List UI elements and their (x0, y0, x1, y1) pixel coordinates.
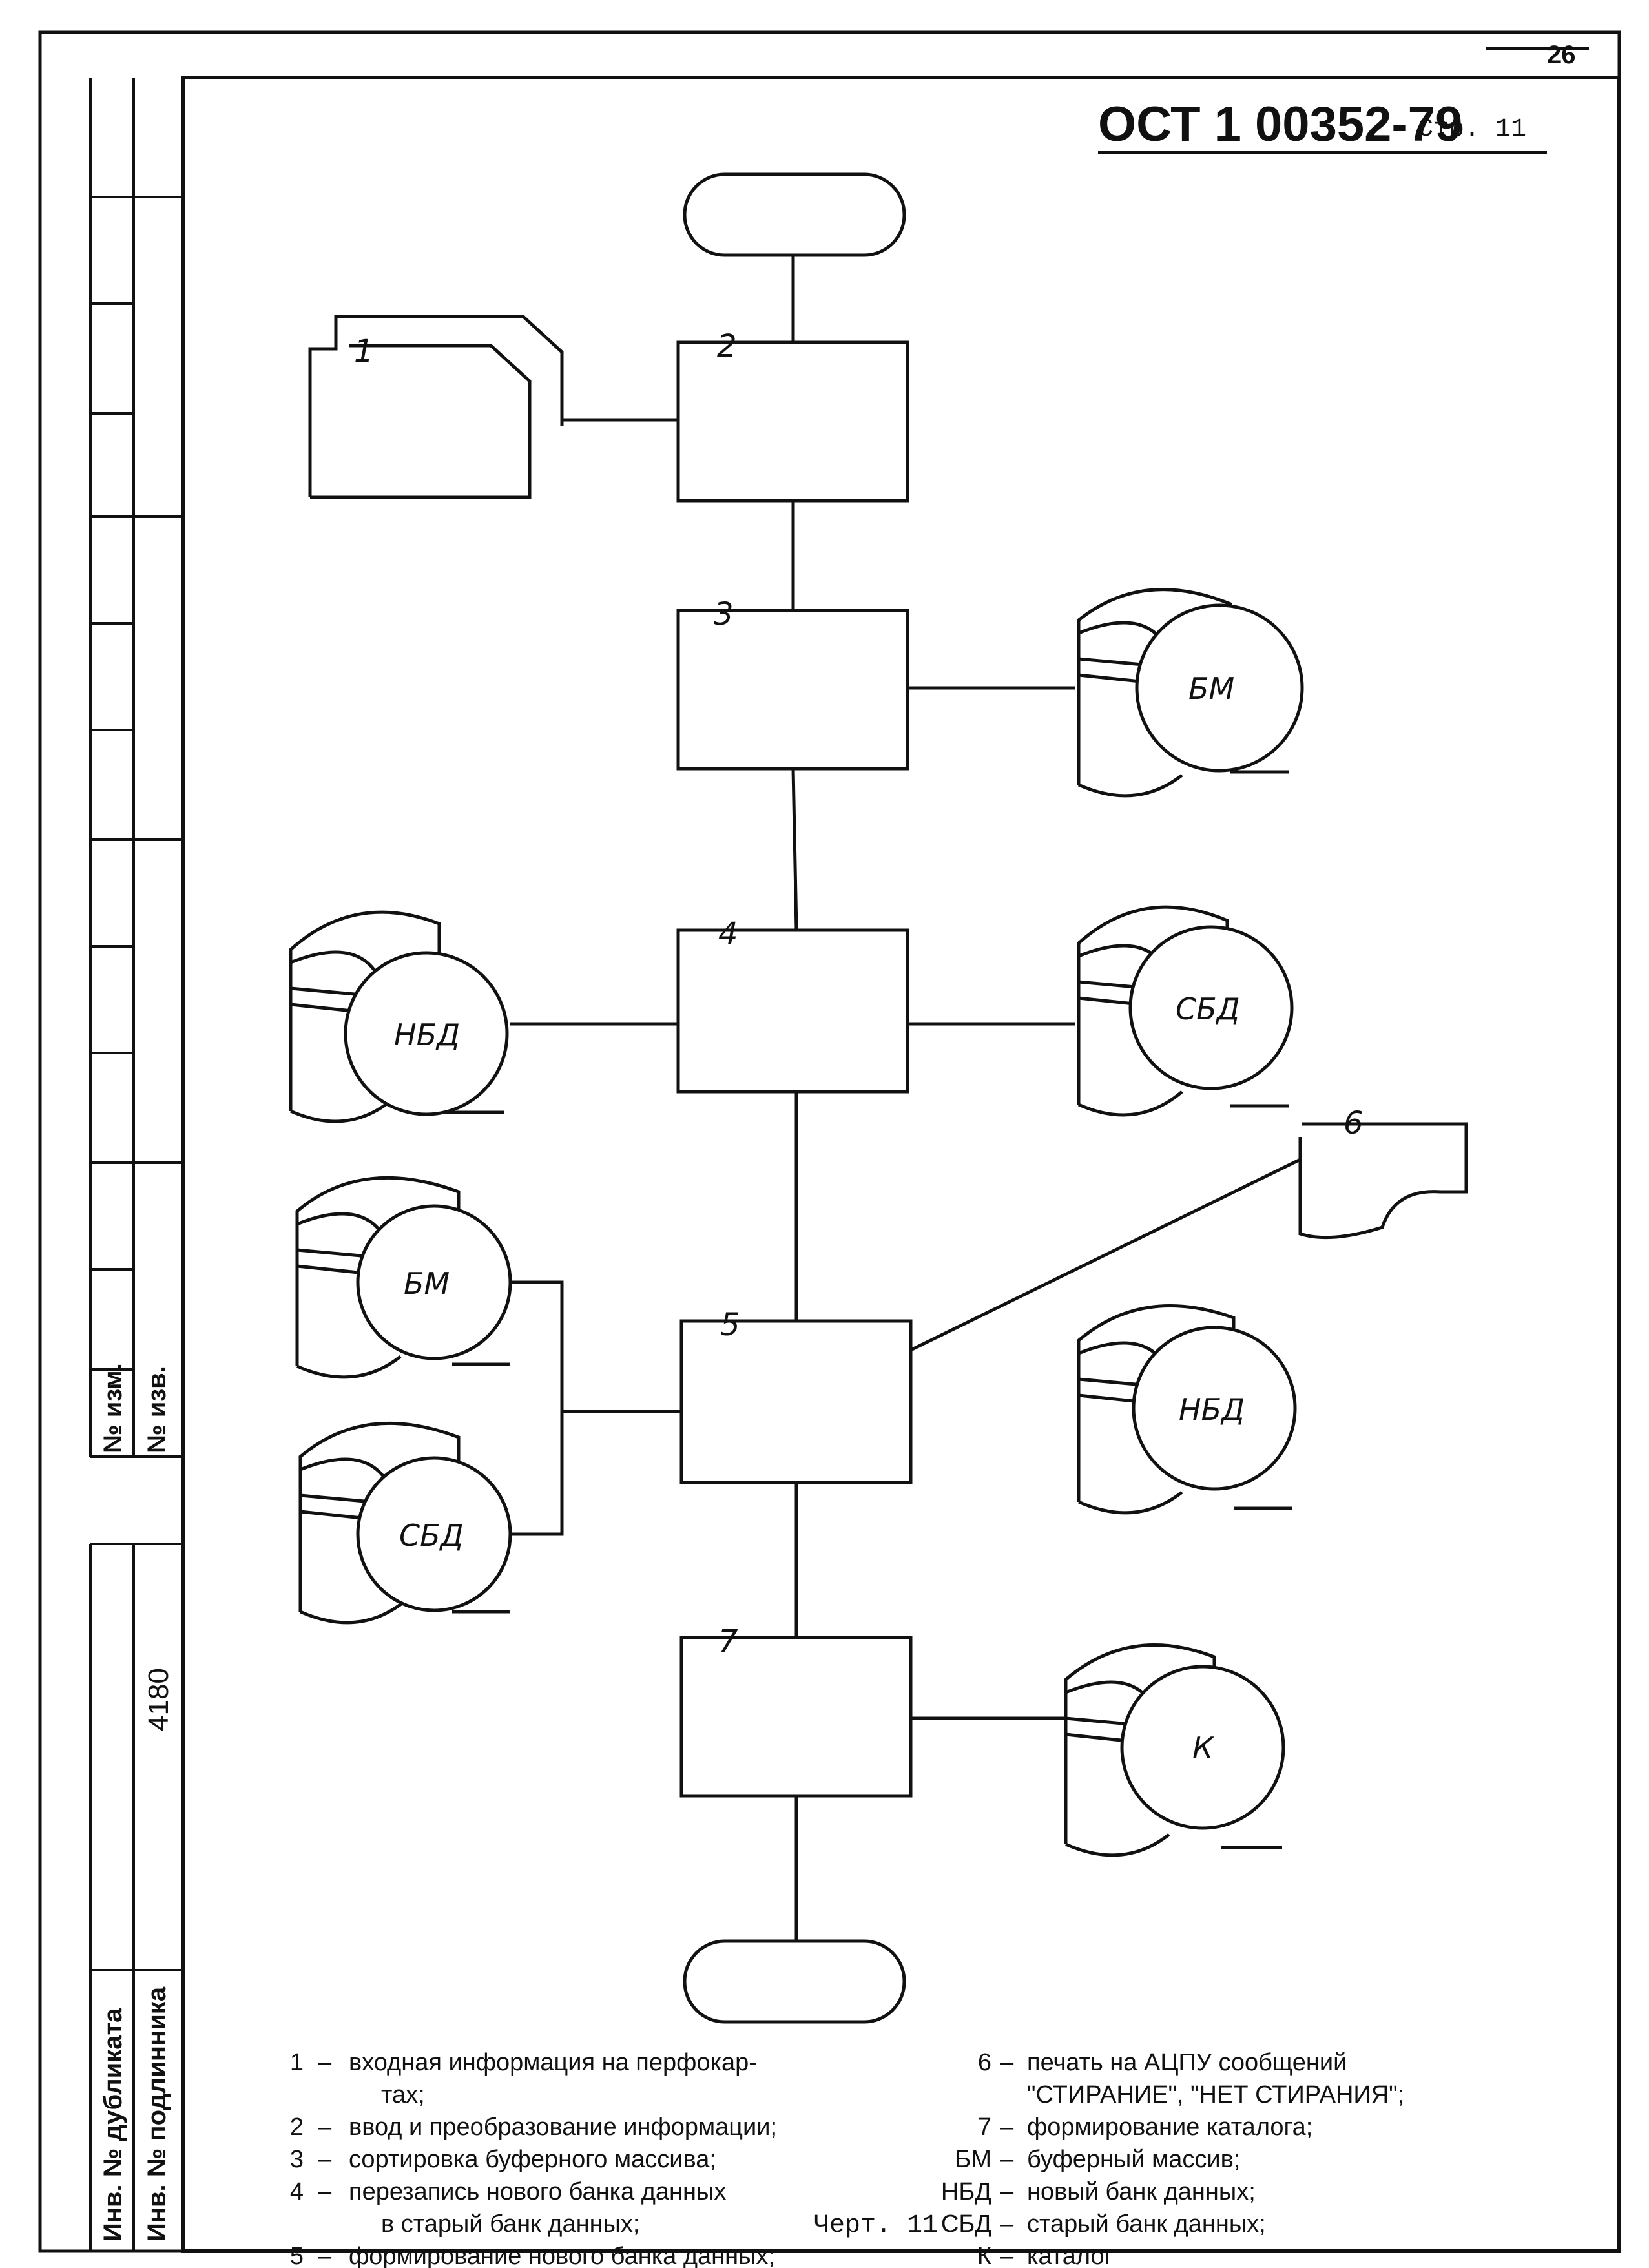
legend-dash: – (318, 2114, 332, 2141)
storage-sbd-left (298, 1421, 512, 1625)
process-block-2: 2 (676, 328, 909, 503)
legend-text: ввод и преобразование информации; (349, 2114, 777, 2141)
end-terminal (683, 1939, 906, 2024)
process-block-3: 3 (676, 596, 909, 771)
legend-key: 5 (290, 2243, 304, 2268)
stamp-duplicate-inv: Инв. № дубликата (99, 2008, 127, 2242)
block-3-label: 3 (714, 596, 734, 632)
legend-dash: – (318, 2146, 332, 2173)
standard-code: ОСТ 1 00352-79 (1098, 97, 1462, 152)
stamp-change-no: № изм. (99, 1363, 127, 1453)
legend-dash: – (1000, 2114, 1014, 2141)
storage-bm-left (295, 1176, 512, 1379)
legend-text: формирование каталога; (1027, 2114, 1312, 2141)
legend-text: буферный массив; (1027, 2146, 1240, 2173)
legend-key: К (977, 2243, 991, 2268)
storage-bm-right-label: БМ (1188, 671, 1234, 706)
legend-key: 1 (290, 2049, 304, 2076)
legend-text: новый банк данных; (1027, 2178, 1256, 2205)
legend-dash: – (318, 2178, 332, 2205)
legend-text: формирование нового банка данных; (349, 2243, 775, 2268)
process-block-7: 7 (679, 1623, 913, 1798)
legend-left: 1–входная информация на перфокар-тах;2–в… (290, 2049, 777, 2268)
block-5-label: 5 (720, 1307, 740, 1343)
legend-key: СБД (941, 2211, 991, 2238)
spine-connectors (791, 255, 798, 1941)
legend-text: сортировка буферного массива; (349, 2146, 716, 2173)
legend-text: каталог (1027, 2243, 1113, 2268)
legend-key: НБД (941, 2178, 991, 2205)
block-4-label: 4 (718, 916, 738, 952)
legend-dash: – (1000, 2146, 1014, 2173)
legend-key: 3 (290, 2146, 304, 2173)
legend-dash: – (1000, 2211, 1014, 2238)
legend-text: старый банк данных; (1027, 2211, 1266, 2238)
storage-bm-left-label: БМ (404, 1266, 450, 1301)
figure-caption: Черт. 11 (814, 2211, 938, 2240)
block-6-label: 6 (1343, 1105, 1364, 1141)
legend-text: входная информация на перфокар- (349, 2049, 757, 2076)
block-2-label: 2 (717, 328, 737, 364)
storage-sbd-right-label: СБД (1176, 992, 1240, 1026)
storage-k-right-label: К (1192, 1731, 1215, 1765)
legend-key: 4 (290, 2178, 304, 2205)
legend-text: печать на АЦПУ сообщений (1027, 2049, 1347, 2076)
process-block-4: 4 (676, 916, 909, 1094)
start-terminal (683, 172, 906, 257)
storage-bm-right (1077, 588, 1304, 798)
side-stamp (89, 78, 183, 2251)
process-block-5: 5 (679, 1307, 913, 1484)
legend-dash: – (318, 2049, 332, 2076)
storage-connectors (507, 686, 1075, 1720)
block-1-label: 1 (354, 333, 374, 369)
storage-nbd-left-label: НБД (394, 1017, 460, 1052)
inner-frame (181, 76, 1621, 2253)
legend-key: 7 (978, 2114, 991, 2141)
legend-dash: – (1000, 2178, 1014, 2205)
legend-right: 6–печать на АЦПУ сообщений"СТИРАНИЕ", "Н… (941, 2049, 1404, 2268)
storage-sbd-left-label: СБД (399, 1518, 464, 1553)
legend-key: 6 (978, 2049, 991, 2076)
storage-nbd-right (1077, 1304, 1297, 1515)
outer-frame (38, 30, 1621, 2253)
storage-nbd-left (289, 910, 509, 1123)
legend-text: тах; (381, 2081, 425, 2108)
legend-dash: – (318, 2243, 332, 2268)
legend-text: перезапись нового банка данных (349, 2178, 726, 2205)
stamp-number: 4180 (143, 1668, 174, 1731)
page-label: Стр. 11 (1418, 115, 1526, 144)
block-7-label: 7 (718, 1623, 738, 1659)
legend-dash: – (1000, 2049, 1014, 2076)
page-number: 26 (1547, 41, 1576, 69)
legend-text: в старый банк данных; (381, 2211, 639, 2238)
legend-dash: – (1000, 2243, 1014, 2268)
stamp-original-inv: Инв. № подлинника (143, 1986, 171, 2242)
storage-nbd-right-label: НБД (1179, 1392, 1245, 1427)
punched-cards-input (308, 315, 678, 499)
storage-sbd-right (1077, 905, 1294, 1117)
legend-text: "СТИРАНИЕ", "НЕТ СТИРАНИЯ"; (1027, 2081, 1404, 2108)
storage-k-right (1064, 1643, 1285, 1857)
legend-key: 2 (290, 2114, 304, 2141)
printout-6 (909, 1122, 1468, 1352)
stamp-notice-no: № изв. (143, 1366, 171, 1453)
legend-key: БМ (955, 2146, 991, 2173)
